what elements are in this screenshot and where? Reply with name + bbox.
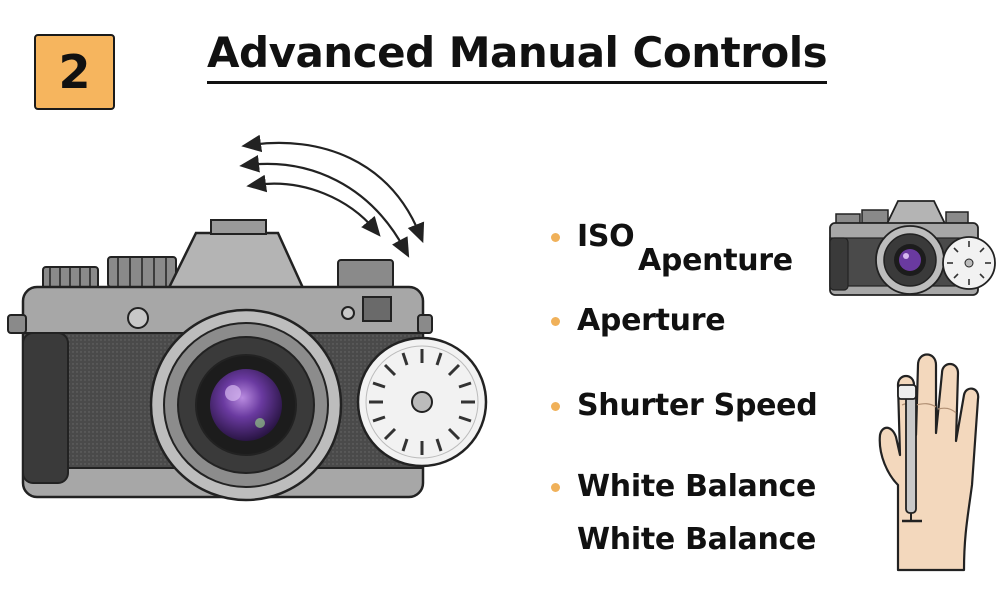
mode-dial-icon bbox=[356, 336, 488, 468]
hand-icon bbox=[878, 353, 980, 572]
bullet-white-balance bbox=[551, 483, 560, 492]
slide-number-badge: 2 bbox=[34, 34, 115, 110]
slide-number: 2 bbox=[58, 45, 91, 99]
rotate-arrows-icon bbox=[239, 134, 425, 258]
feature-white-balance-sublabel: White Balance bbox=[577, 522, 817, 557]
camera-icon bbox=[7, 219, 433, 502]
page-title: Advanced Manual Controls bbox=[207, 28, 828, 85]
bullet-shutter-speed bbox=[551, 402, 560, 411]
bullet-iso bbox=[551, 233, 560, 242]
bullet-aperture bbox=[551, 317, 560, 326]
small-camera-icon bbox=[829, 200, 996, 296]
feature-iso: ISO bbox=[577, 219, 635, 254]
feature-shutter-speed: Shurter Speed bbox=[577, 388, 818, 423]
feature-aperture: Aperture bbox=[577, 303, 726, 338]
feature-white-balance: White Balance bbox=[577, 469, 817, 504]
feature-iso-sublabel: Apenture bbox=[638, 243, 793, 278]
